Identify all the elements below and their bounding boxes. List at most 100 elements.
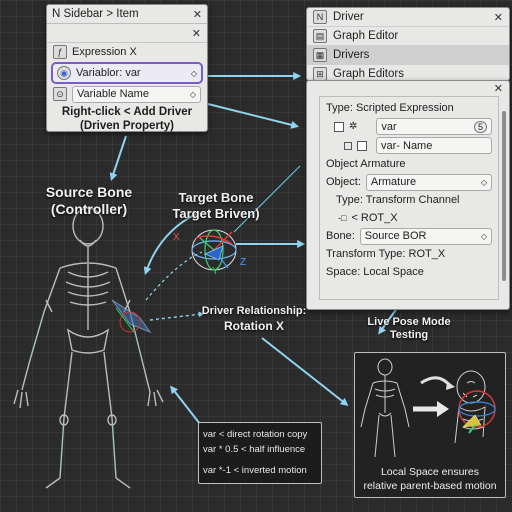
channel-icon: -□	[338, 213, 347, 223]
object-armature-label: Object Armature	[326, 158, 406, 170]
object-label: Object:	[326, 176, 361, 188]
menu-label: Driver	[333, 11, 364, 23]
graph-editor-icon: ▤	[313, 29, 327, 43]
live-pose-caption: Local Space ensures relative parent-base…	[355, 465, 505, 493]
variable-row[interactable]: ◉ Variablor: var ◇	[51, 62, 203, 84]
driver-rel-line-2: Rotation X	[224, 319, 284, 333]
space-label: Space: Local Space	[326, 266, 424, 278]
menu-label: Drivers	[333, 49, 370, 61]
expression-line-1: var < direct rotation copy	[203, 429, 308, 440]
variable-name-field[interactable]: Variable Name ◇	[72, 85, 201, 103]
close-icon[interactable]: ✕	[191, 27, 201, 40]
skeleton-figure	[13, 207, 164, 489]
sidebar-title: N Sidebar > Item	[52, 8, 139, 20]
note-line-2: (Driven Property)	[80, 120, 174, 132]
close-icon[interactable]: ✕	[493, 83, 503, 95]
chevron-icon: ◇	[189, 89, 196, 99]
var-field[interactable]: var 5	[376, 118, 492, 135]
caption-line-1: Local Space ensures	[380, 466, 480, 478]
object-row: Object: Armature ◇	[320, 173, 498, 191]
type-transform-label: Type: Transform Channel	[336, 194, 460, 206]
chevron-icon: ◇	[480, 231, 487, 241]
expression-row[interactable]: ƒ Expression X	[47, 42, 207, 61]
menu-item-graph-editors[interactable]: ⊞ Graph Editors	[307, 65, 509, 83]
variable-name-row[interactable]: ⊙ Variable Name ◇	[47, 85, 207, 103]
driver-settings-panel: ✕ Type: Scripted Expression ✲ var 5 var-…	[306, 80, 510, 310]
driver-panel-header: ✕	[307, 81, 509, 96]
target-bone-label: Target Bone Target Briven)	[156, 190, 276, 222]
axis-y-label: Y	[212, 266, 219, 277]
source-bone-label: Source Bone (Controller)	[24, 184, 154, 218]
bone-select[interactable]: Source BOR ◇	[359, 227, 492, 245]
close-icon[interactable]: ✕	[192, 8, 202, 21]
chevron-icon: ◇	[480, 177, 487, 187]
object-armature-row: Object Armature	[320, 155, 498, 173]
n-icon: N	[313, 10, 327, 24]
var-row: ✲ var 5	[320, 117, 498, 136]
variable-field: Variablor: var	[76, 67, 141, 79]
live-pose-preview-box: Local Space ensures relative parent-base…	[354, 352, 506, 498]
variable-name-text: Variable Name	[77, 88, 149, 100]
expression-line-3: var *-1 < inverted motion	[203, 465, 307, 476]
type-transform-row: Type: Transform Channel	[320, 191, 498, 209]
var-name-field[interactable]: var- Name	[376, 137, 492, 154]
source-bone-line-1: Source Bone	[45, 184, 133, 200]
type-row: Type: Scripted Expression	[320, 99, 498, 117]
flow-arrows	[109, 72, 411, 425]
caption-line-2: relative parent-based motion	[363, 480, 497, 492]
scrollbar[interactable]	[502, 111, 506, 281]
var-name-row: var- Name	[320, 136, 498, 155]
target-bone-line-1: Target Bone	[178, 190, 254, 205]
rot-x-label: < ROT_X	[351, 212, 398, 224]
editor-menu-panel: N Driver ✕ ▤ Graph Editor ▦ Drivers ⊞ Gr…	[306, 7, 510, 81]
expressions-box: var < direct rotation copy var * 0.5 < h…	[198, 422, 322, 484]
var-badge[interactable]: 5	[473, 120, 487, 133]
right-click-note: Right-click < Add Driver (Driven Propert…	[47, 105, 207, 133]
bone-label: Bone:	[326, 230, 355, 242]
checkbox[interactable]	[334, 121, 344, 132]
live-pose-label: Live Pose Mode Testing	[350, 316, 468, 342]
variable-icon: ⊙	[53, 87, 67, 101]
grid-icon: ⊞	[313, 67, 327, 81]
expression-line-2: var * 0.5 < half influence	[203, 444, 306, 455]
type-label: Type: Scripted Expression	[326, 102, 454, 114]
menu-item-drivers[interactable]: ▦ Drivers	[307, 46, 509, 65]
sidebar-toolbar-row: ✕	[47, 24, 207, 42]
sidebar-panel: N Sidebar > Item ✕ ✕ ƒ Expression X ◉ Va…	[46, 4, 208, 132]
stepper-icon[interactable]: ◇	[190, 68, 197, 78]
selected-arm-bone	[111, 299, 152, 334]
drivers-icon: ▦	[313, 48, 327, 62]
driver-relationship-label: Driver Relationship: Rotation X	[196, 304, 312, 334]
menu-label: Graph Editor	[333, 30, 399, 42]
axis-z-label: Z	[240, 257, 247, 268]
close-icon[interactable]: ✕	[493, 11, 503, 24]
var-name-text: var- Name	[381, 139, 433, 152]
note-line-1: Right-click < Add Driver	[61, 106, 193, 118]
menu-item-driver[interactable]: N Driver ✕	[307, 8, 509, 27]
checkbox[interactable]	[357, 140, 367, 151]
var-text: var	[381, 120, 397, 133]
expression-icon: ƒ	[53, 45, 67, 59]
bone-row: Bone: Source BOR ◇	[320, 227, 498, 245]
rot-x-row[interactable]: -□ < ROT_X	[320, 209, 498, 227]
object-select[interactable]: Armature ◇	[365, 173, 492, 191]
bone-value: Source BOR	[364, 230, 427, 242]
source-bone-line-2: (Controller)	[50, 201, 128, 217]
live-pose-line-1: Live Pose Mode	[367, 316, 451, 328]
axis-x-label: X	[173, 232, 180, 243]
checkbox[interactable]	[344, 141, 352, 150]
transform-type-label: Transform Type: ROT_X	[326, 248, 446, 260]
driver-inner: Type: Scripted Expression ✲ var 5 var- N…	[319, 96, 499, 300]
menu-item-graph-editor[interactable]: ▤ Graph Editor	[307, 27, 509, 46]
target-bone-gizmo	[191, 229, 237, 271]
target-icon: ◉	[57, 66, 71, 80]
sidebar-title-bar: N Sidebar > Item ✕	[47, 5, 207, 24]
gear-icon[interactable]: ✲	[349, 121, 358, 132]
object-value: Armature	[370, 176, 417, 188]
driver-rel-line-1: Driver Relationship:	[201, 305, 307, 317]
target-bone-line-2: Target Briven)	[172, 206, 260, 221]
live-pose-preview	[360, 358, 496, 458]
skeleton-glow	[29, 311, 143, 479]
transform-type-row: Transform Type: ROT_X	[320, 245, 498, 263]
